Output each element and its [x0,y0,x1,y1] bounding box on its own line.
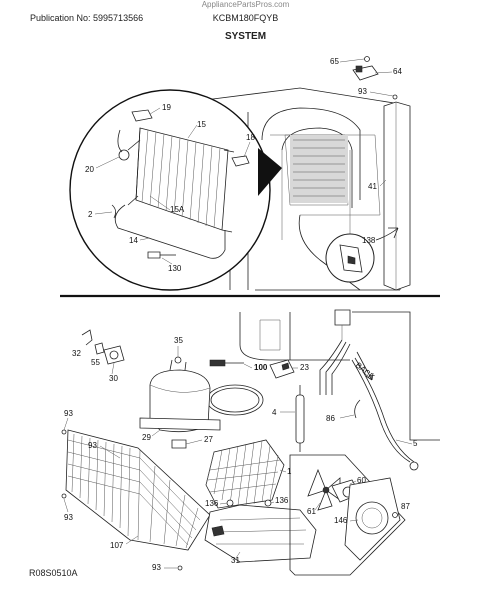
cabinet-lower-outline [239,309,440,441]
screw-87 [392,512,398,518]
evaporator-housing-shading [290,135,348,203]
callout-5: 5 [413,439,418,448]
callout-61: 61 [307,507,316,516]
callout-55: 55 [91,358,100,367]
detail-circle-138 [325,227,399,283]
back-label: BACK [354,361,377,382]
callout-31: 31 [231,556,240,565]
pad-18 [231,155,250,167]
condenser-coil-1 [205,439,285,509]
callout-93-top: 93 [358,87,367,96]
clip-2 [111,204,116,219]
callout-130: 130 [168,264,182,273]
callout-23: 23 [300,363,309,372]
callout-labels: 65 64 93 19 15 18 20 41 15A 2 138 14 130… [63,57,418,572]
fan-motor-box [289,454,406,576]
callout-107: 107 [110,541,124,550]
callout-15a: 15A [170,205,185,214]
callout-4: 4 [272,408,277,417]
callout-136-right: 136 [275,496,289,505]
clip-55 [94,342,105,355]
callout-15: 15 [197,120,206,129]
compressor-29 [139,359,221,433]
relay-23 [269,359,295,379]
tube-86 [354,399,361,419]
pad-19 [131,109,153,122]
callout-30: 30 [109,374,118,383]
callout-20: 20 [85,165,94,174]
callout-35: 35 [174,336,183,345]
screw-136-left [226,499,234,507]
callout-29: 29 [142,433,151,442]
screw-65 [364,56,370,62]
watermark-text: AppliancePartsPros.com [201,0,290,9]
section-title: SYSTEM [224,31,267,42]
condenser-detail-circle [69,89,282,291]
screw-93-bottom [177,565,183,571]
callout-2: 2 [88,210,93,219]
callout-93-left-bottom: 93 [64,513,73,522]
fan-shroud-146 [344,477,401,561]
side-panel-41 [383,101,411,291]
screw-130 [147,251,176,259]
callout-18: 18 [246,133,255,142]
callout-100: 100 [254,363,268,372]
callout-65: 65 [330,57,339,66]
callout-19: 19 [162,103,171,112]
callout-32: 32 [72,349,81,358]
back-arrow [356,351,374,381]
screw-136-right [264,499,272,507]
callout-93-grille: 93 [88,441,97,450]
screw-93-top [392,94,398,100]
bolt-35 [174,356,182,364]
bracket-64 [352,65,379,81]
screw-93-left-top [61,429,67,435]
callout-27: 27 [204,435,213,444]
callout-138: 138 [362,236,376,245]
callout-93-bottom: 93 [152,563,161,572]
grommet-27 [171,439,187,449]
figure-code: R08S0510A [29,568,78,578]
publication-number: Publication No: 5995713566 [30,13,144,23]
callout-136-left: 136 [205,499,219,508]
condenser-tube-14 [114,204,226,259]
model-number: KCBM180FQYB [212,13,279,23]
callout-87: 87 [401,502,410,511]
wire-harness [319,339,419,471]
callout-64: 64 [393,67,402,76]
base-pan-31 [204,504,317,563]
callout-146: 146 [334,516,348,525]
callout-93-left-top: 93 [64,409,73,418]
tube-clip-20 [117,129,141,161]
callout-60: 60 [357,476,366,485]
grille-107 [65,429,211,551]
relay-cover-30 [103,345,125,365]
callout-14: 14 [129,236,138,245]
drier-4 [295,385,305,452]
condenser-coil-15 [135,127,235,233]
callout-1: 1 [287,467,292,476]
wire-32 [81,329,93,346]
callout-41: 41 [368,182,377,191]
callout-86: 86 [326,414,335,423]
screw-93-left-bottom [61,493,67,499]
